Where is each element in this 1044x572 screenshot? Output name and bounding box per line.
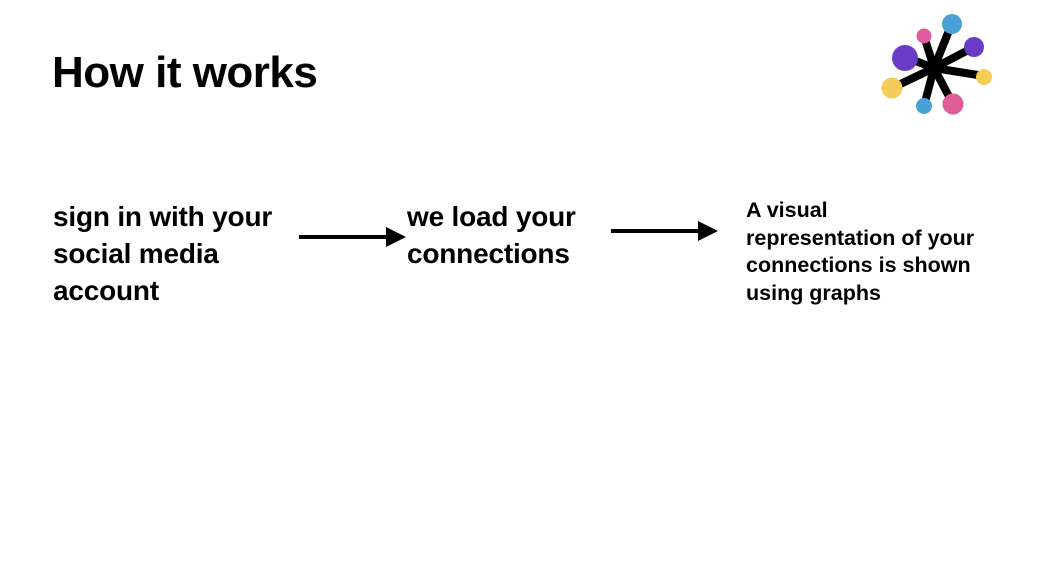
- connections-logo-icon: [881, 14, 992, 115]
- logo-node-blue-top: [942, 14, 962, 34]
- logo-node-pink-bottom: [942, 93, 964, 115]
- step-1-line-2: social media: [53, 238, 219, 269]
- step-3-line-4: using graphs: [746, 280, 881, 305]
- step-3-line-3: connections is shown: [746, 253, 971, 277]
- logo-node-pink-small: [916, 28, 932, 44]
- slide-title: How it works: [52, 48, 318, 97]
- right-arrow-icon: [611, 221, 718, 241]
- logo-node-purple-large: [892, 45, 918, 71]
- step-1-line-3: account: [53, 275, 159, 306]
- step-1-line-1: sign in with your: [53, 201, 273, 232]
- logo-node-blue-bottom: [916, 98, 932, 114]
- step-3-line-1: A visual: [746, 198, 828, 222]
- logo-node-yellow-right: [976, 69, 992, 85]
- flow-step-load-connections: we load your connections: [407, 198, 607, 272]
- logo-node-yellow-left: [881, 77, 903, 99]
- step-2-line-1: we load your: [407, 201, 576, 232]
- flow-step-sign-in: sign in with your social media account: [53, 198, 303, 309]
- step-2-line-2: connections: [407, 238, 570, 269]
- right-arrow-icon: [299, 227, 406, 247]
- step-3-line-2: representation of your: [746, 225, 975, 250]
- logo-node-purple-right: [964, 37, 984, 57]
- flow-step-visual-representation: A visual representation of your connecti…: [746, 197, 1006, 307]
